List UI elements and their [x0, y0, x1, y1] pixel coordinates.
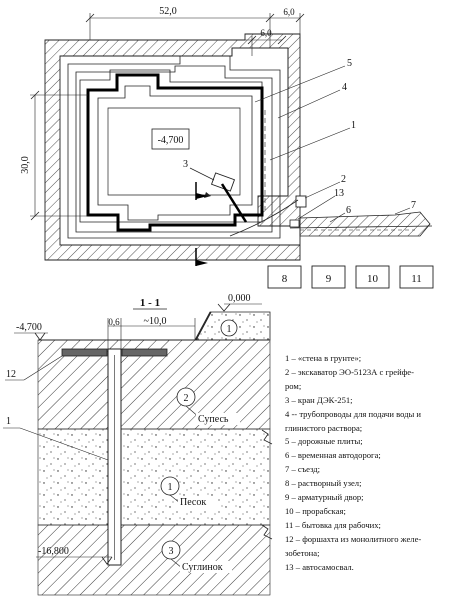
callout-1-section: 1: [6, 416, 11, 427]
layer-name-suglinok: Суглинок: [182, 562, 223, 573]
level-bottom-pit: -4,700: [16, 322, 42, 333]
section-arrow-top: [196, 193, 208, 199]
callout-2: 2: [341, 174, 346, 185]
legend-item: 4 -- трубопроводы для подачи воды и: [285, 408, 422, 419]
legend-item: 3 – кран ДЭК-251;: [285, 394, 353, 405]
callout-7: 7: [411, 200, 416, 211]
section-view: 1 - 1 0,6 ~10,0 0,000 1 -4,700 -16,800 1…: [3, 293, 273, 596]
dump-truck: [289, 219, 300, 228]
contour-3: [79, 69, 263, 223]
legend-item: 1 – «стена в грунте»;: [285, 353, 362, 363]
callout-6: 6: [346, 205, 351, 216]
legend: 1 – «стена в грунте»; 2 – экскаватор ЭО-…: [285, 352, 451, 575]
level-box: [151, 128, 190, 150]
layer-name-pesok: Песок: [180, 497, 206, 508]
forshakhta-left: [61, 348, 108, 357]
contour-2: [75, 65, 273, 233]
box-11-label: 11: [411, 273, 422, 285]
section-title: 1 - 1: [140, 297, 160, 309]
legend-item: 11 – бытовка для рабочих;: [285, 519, 381, 530]
legend-item: 13 – автосамосвал.: [285, 561, 354, 572]
dim-offset-inner: 6,0: [260, 28, 272, 38]
layer-pesok: [37, 428, 271, 526]
road-outline: [60, 47, 289, 196]
callout-5: 5: [347, 58, 352, 69]
layer-suglinok: [37, 524, 271, 596]
legend-item: зобетона;: [285, 547, 320, 558]
layer-num-2: 2: [184, 393, 189, 404]
level-deep: -16,800: [38, 546, 69, 557]
legend-item: 6 – временная автодорога;: [285, 450, 381, 461]
dim-width: 30,0: [20, 156, 31, 174]
callout-4: 4: [342, 82, 347, 93]
access-road: [289, 211, 433, 237]
excavator: [295, 195, 307, 208]
callout-3: 3: [183, 159, 188, 170]
box-10-label: 10: [367, 273, 379, 285]
dim-offset-top: 6,0: [283, 7, 295, 17]
layer-name-supes: Супесь: [198, 414, 229, 425]
box-9: [311, 265, 346, 289]
layer-num-3: 3: [169, 546, 174, 557]
callout-1: 1: [351, 120, 356, 131]
inner-contour: [97, 85, 253, 221]
dim-dist: ~10,0: [144, 316, 167, 327]
top-circle: [220, 319, 238, 337]
plan-level-label: -4,700: [158, 135, 184, 146]
box-11: [399, 265, 434, 289]
legend-item: 9 – арматурный двор;: [285, 492, 364, 503]
box-9-label: 9: [326, 273, 332, 285]
wall-in-ground: [86, 73, 264, 232]
legend-item: глинистого раствора;: [285, 422, 363, 433]
box-10: [355, 265, 390, 289]
box-8: [267, 265, 302, 289]
contour-outer: [67, 55, 281, 239]
level-top: 0,000: [228, 293, 251, 304]
legend-item: 2 – экскаватор ЭО-5123А с грейфе-: [285, 366, 414, 377]
innermost-contour: [107, 107, 241, 196]
crane: [189, 167, 248, 223]
legend-item: ром;: [285, 380, 302, 391]
legend-item: 5 – дорожные плиты;: [285, 436, 363, 447]
legend-item: 10 – прорабская;: [285, 505, 346, 516]
dim-length: 52,0: [159, 6, 177, 17]
forshakhta-right: [121, 348, 168, 357]
legend-item: 8 – растворный узел;: [285, 478, 362, 489]
road-curve: [229, 199, 299, 237]
section-arrow-bottom: [196, 260, 208, 266]
callout-12: 12: [6, 369, 16, 380]
callout-13: 13: [334, 188, 344, 199]
top-circle-label: 1: [227, 324, 232, 335]
plan-view: -4,700 3 52,0 6,0: [20, 6, 433, 266]
layer-num-1: 1: [168, 482, 173, 493]
legend-item: 7 – съезд;: [285, 464, 321, 475]
facility-boxes: 8 9 10 11: [267, 265, 434, 289]
box-8-label: 8: [282, 273, 288, 285]
legend-item: 12 – форшахта из монолитного желе-: [285, 533, 422, 544]
dim-wall: 0,6: [108, 317, 120, 327]
